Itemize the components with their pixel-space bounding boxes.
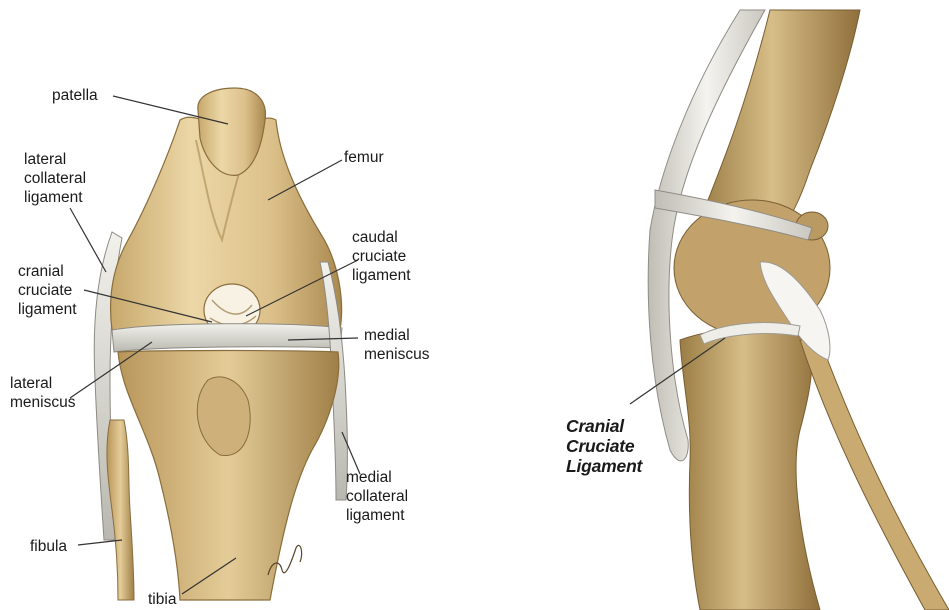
label-fibula: fibula xyxy=(30,537,67,556)
label-cranial-cruciate-ligament: cranial cruciate ligament xyxy=(18,262,77,319)
label-cranial-cruciate-ligament-lateral: Cranial Cruciate Ligament xyxy=(566,416,642,476)
label-caudal-cruciate-ligament: caudal cruciate ligament xyxy=(352,228,411,285)
label-medial-meniscus: medial meniscus xyxy=(364,326,429,364)
label-femur: femur xyxy=(344,148,384,167)
label-lateral-collateral-ligament: lateral collateral ligament xyxy=(24,150,86,207)
label-tibia: tibia xyxy=(148,590,176,609)
label-lateral-meniscus: lateral meniscus xyxy=(10,374,75,412)
meniscus-band-shape xyxy=(112,324,342,352)
label-patella: patella xyxy=(52,86,98,105)
label-medial-collateral-ligament: medial collateral ligament xyxy=(346,468,408,525)
lateral-knee-illustration xyxy=(648,10,949,610)
